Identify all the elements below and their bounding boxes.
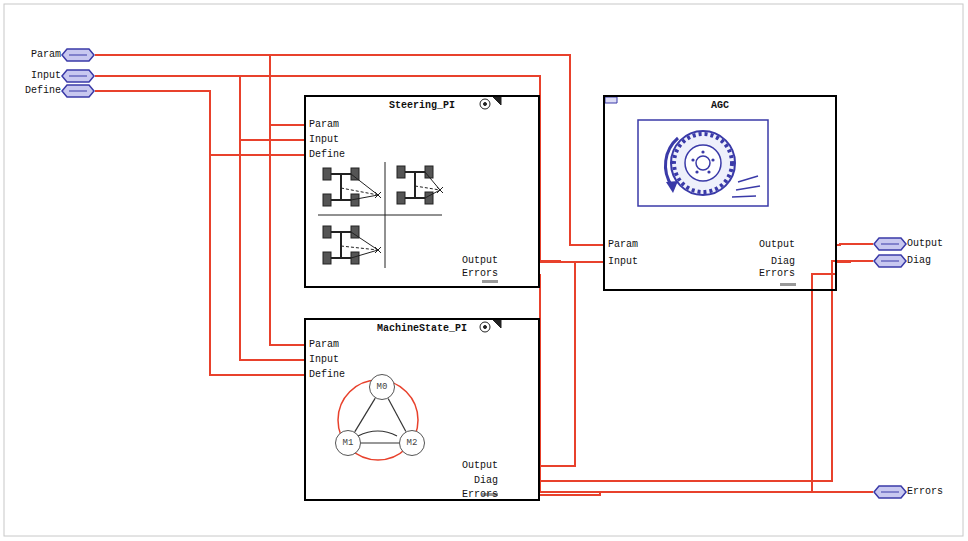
port-symbol <box>61 84 95 98</box>
signal-wire <box>95 76 603 262</box>
pin-name: Diag <box>771 256 795 268</box>
pin-name: Errors <box>462 268 498 280</box>
block-foot-mark <box>482 280 796 496</box>
pin-name: Errors <box>462 489 498 501</box>
pin-name: Define <box>309 369 345 381</box>
state-name: M2 <box>407 437 418 449</box>
state-name: M0 <box>377 381 388 393</box>
port-symbol <box>873 254 907 268</box>
signal-wire <box>837 244 873 245</box>
state-transition <box>355 398 376 432</box>
output-port: Errors <box>873 485 943 499</box>
port-symbol <box>61 48 95 62</box>
port-name: Param <box>31 49 61 61</box>
state-name: M1 <box>343 437 354 449</box>
pin-name: Output <box>462 255 498 267</box>
port-name: Output <box>907 238 943 250</box>
port-symbol <box>873 485 907 499</box>
state-circle: M1 <box>335 430 361 456</box>
pin-name: Param <box>608 239 638 251</box>
signal-wire <box>540 262 603 466</box>
state-transition <box>361 442 399 443</box>
pin-name: Diag <box>474 475 498 487</box>
port-symbol <box>873 237 907 251</box>
pin-name: Input <box>309 354 339 366</box>
state-transition <box>388 398 406 431</box>
input-port: Input <box>31 69 95 83</box>
subsystem-block: MachineState_PI M0M1 M2 <box>304 318 540 501</box>
signal-wire <box>95 91 304 155</box>
port-name: Errors <box>907 486 943 498</box>
block-corner-mark <box>480 97 617 332</box>
signal-wire <box>95 91 304 375</box>
output-port: Output <box>873 237 943 251</box>
subsystem-block: AGC <box>603 95 837 291</box>
pin-name: Output <box>462 460 498 472</box>
signal-wire <box>95 76 304 360</box>
frame <box>4 4 963 536</box>
output-port: Diag <box>873 254 931 268</box>
pin-name: Define <box>309 149 345 161</box>
input-port: Define <box>25 84 95 98</box>
port-symbol <box>61 69 95 83</box>
port-name: Define <box>25 85 61 97</box>
pin-name: Output <box>759 239 795 251</box>
port-name: Input <box>31 70 61 82</box>
pin-name: Input <box>309 134 339 146</box>
signal-wire <box>540 261 873 481</box>
pin-name: Param <box>309 339 339 351</box>
signal-wire <box>95 55 603 245</box>
signal-wire <box>812 274 873 492</box>
input-port: Param <box>31 48 95 62</box>
steering-illustration <box>318 162 443 268</box>
state-circle: M2 <box>399 430 425 456</box>
pin-name: Input <box>608 256 638 268</box>
signal-wire <box>95 76 304 140</box>
agc-illustration <box>638 120 768 206</box>
pin-name: Errors <box>759 268 795 280</box>
block-title: AGC <box>605 100 835 112</box>
pin-name: Param <box>309 119 339 131</box>
block-title: MachineState_PI <box>306 323 538 335</box>
state-circle: M0 <box>369 374 395 400</box>
signal-wire <box>540 274 873 492</box>
subsystem-block: Steering_PI <box>304 95 540 288</box>
signal-wire <box>95 55 304 345</box>
block-title: Steering_PI <box>306 100 538 112</box>
port-name: Diag <box>907 255 931 267</box>
